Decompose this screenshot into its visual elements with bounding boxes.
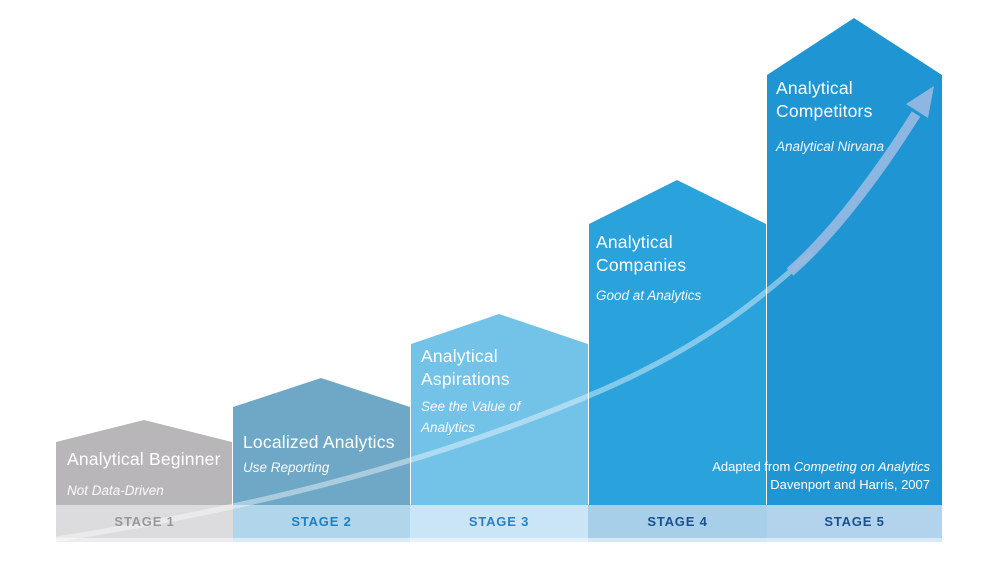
stage-4-band-label-text: STAGE 4	[647, 514, 708, 529]
stage-4-title: Analytical Companies	[596, 232, 687, 275]
stage-1-band-label-text: STAGE 1	[114, 514, 175, 529]
stage-4-bar	[589, 180, 766, 505]
stage-4-band-label: STAGE 4	[588, 505, 767, 538]
stage-2-band	[233, 505, 410, 538]
stage-4-band-strip	[588, 538, 767, 542]
stage-2-title: Localized Analytics	[243, 432, 395, 452]
stage-3-band	[410, 505, 588, 538]
attribution-line-1: Adapted from Competing on Analytics	[712, 458, 930, 476]
stage-1-band-strip	[56, 538, 233, 542]
attribution-line-2: Davenport and Harris, 2007	[770, 477, 930, 492]
stage-1-subtitle: Not Data-Driven	[67, 483, 164, 498]
growth-arrowhead-icon	[906, 86, 934, 118]
growth-curve-trail	[51, 249, 814, 543]
growth-arrow-shaft	[786, 111, 921, 276]
attribution-book-title: Competing on Analytics	[793, 459, 930, 474]
attribution-prefix: Adapted from	[712, 459, 794, 474]
stage-3-band-strip	[410, 538, 588, 542]
stage-3-subtitle: See the Value of Analytics	[421, 399, 521, 435]
stage-3-title: Analytical Aspirations	[421, 346, 510, 389]
stage-2-subtitle: Use Reporting	[243, 460, 330, 475]
stage-3-band-label: STAGE 3	[410, 505, 588, 538]
stage-2-bar	[233, 378, 410, 505]
stage-2-band-strip	[233, 538, 410, 542]
stage-4-band	[588, 505, 767, 538]
stage-5-band-label: STAGE 5	[767, 505, 942, 538]
stage-1-band-label: STAGE 1	[56, 505, 233, 538]
stage-2-band-label-text: STAGE 2	[291, 514, 352, 529]
stage-1-title: Analytical Beginner	[67, 449, 221, 469]
stage-5-band-strip	[767, 538, 942, 542]
stage-4-subtitle: Good at Analytics	[596, 288, 702, 303]
stage-2-band-label: STAGE 2	[233, 505, 410, 538]
stage-5-title: Analytical Competitors	[776, 78, 873, 121]
stage-1-band	[56, 505, 233, 538]
stage-3-band-label-text: STAGE 3	[468, 514, 530, 529]
stage-3-bar	[411, 314, 588, 505]
stage-5-band-label-text: STAGE 5	[824, 514, 885, 529]
stage-1-bar	[56, 420, 232, 505]
stage-5-subtitle: Analytical Nirvana	[776, 139, 885, 154]
stage-5-band	[767, 505, 942, 538]
attribution: Adapted from Competing on Analytics Dave…	[712, 458, 930, 494]
